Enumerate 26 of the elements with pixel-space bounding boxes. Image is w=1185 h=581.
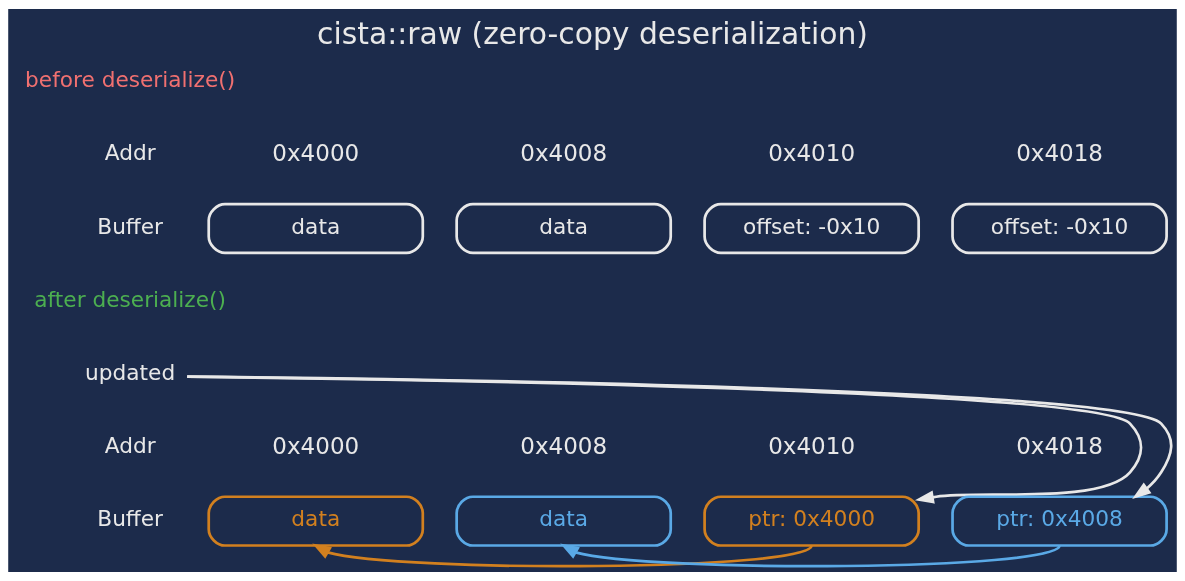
node-box: offset: -0x10 [951, 202, 1168, 255]
arrow [312, 543, 813, 568]
node-label: 0x4018 [1016, 139, 1103, 166]
label: after deserialize() [34, 286, 226, 312]
node-box: data [207, 495, 425, 547]
node-box: ptr: 0x4000 [703, 495, 920, 547]
node-box: data [455, 202, 673, 255]
label: before deserialize() [25, 67, 236, 93]
node-label: 0x4010 [768, 139, 856, 166]
node-box: offset: -0x10 [703, 202, 920, 255]
node-label: 0x4008 [520, 432, 608, 459]
node-box: data [455, 495, 673, 547]
node-label: 0x4008 [520, 139, 608, 166]
node-label: 0x4018 [1016, 432, 1103, 459]
node-box: data [207, 202, 425, 255]
diagram-title: cista::raw (zero-copy deserialization) [317, 15, 868, 51]
node-label: 0x4000 [272, 432, 360, 459]
node-label: 0x4010 [768, 432, 856, 459]
label: Buffer [97, 213, 164, 239]
arrow [560, 543, 1061, 568]
node-text: updated [85, 359, 176, 385]
node-box: ptr: 0x4008 [951, 495, 1168, 547]
label: Buffer [97, 506, 164, 532]
node-label: 0x4000 [272, 139, 360, 166]
label: Addr [104, 140, 156, 166]
label: Addr [104, 433, 156, 459]
